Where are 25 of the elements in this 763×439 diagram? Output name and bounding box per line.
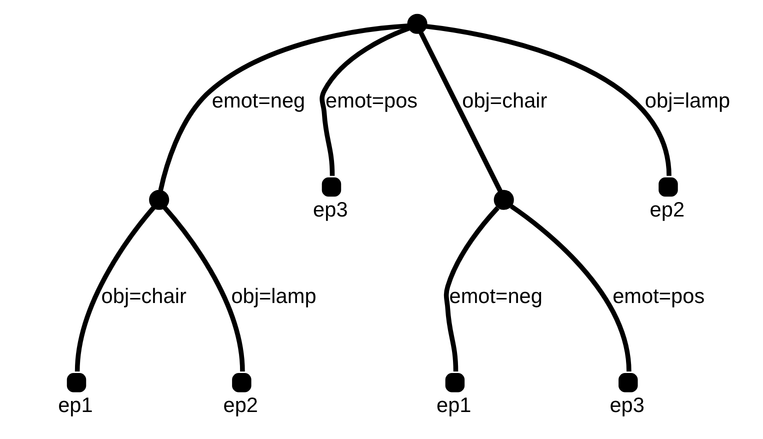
node-circle <box>493 190 514 210</box>
node-label: ep1 <box>436 394 471 418</box>
node-label: ep3 <box>312 198 348 222</box>
connector <box>509 204 631 372</box>
edge-label: emot=neg <box>448 285 542 308</box>
node-label: ep1 <box>58 394 92 418</box>
node-circle <box>406 14 427 34</box>
edge-label: obj=lamp <box>230 285 316 308</box>
connector <box>425 24 671 176</box>
node-label: ep3 <box>609 394 644 418</box>
edge-label: obj=lamp <box>644 90 730 113</box>
edge-label: obj=chair <box>100 285 186 308</box>
connector <box>162 206 244 372</box>
edge-label: emot=pos <box>612 285 704 308</box>
node-circle <box>148 190 169 210</box>
node-label: ep2 <box>222 394 258 418</box>
edge-label: obj=chair <box>462 90 547 113</box>
connector <box>74 206 156 372</box>
connector <box>319 26 410 176</box>
edge-label: emot=neg <box>211 90 305 113</box>
edge-label: emot=pos <box>325 90 418 113</box>
node-label: ep2 <box>649 198 684 222</box>
connector <box>158 23 408 191</box>
connector <box>443 206 499 372</box>
connector <box>418 31 502 192</box>
